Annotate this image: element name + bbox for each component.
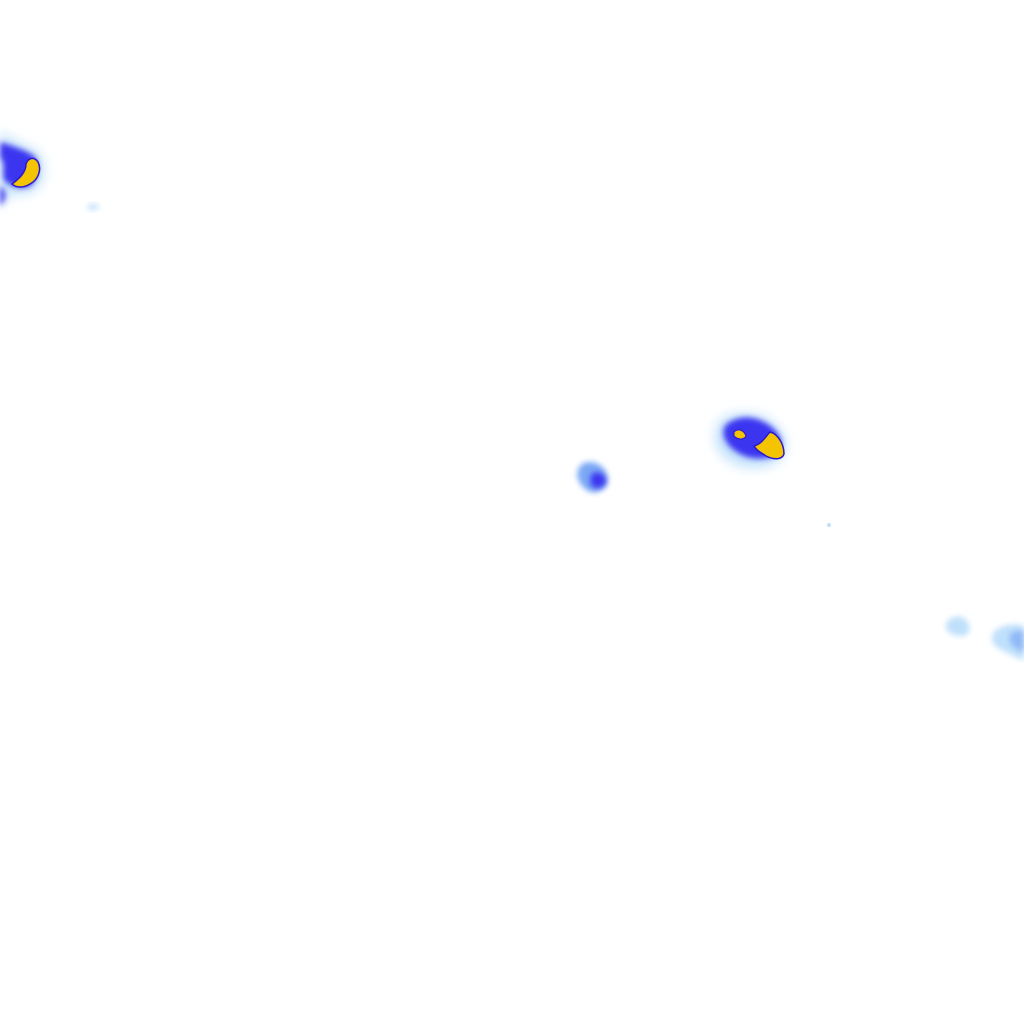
cell-center-east bbox=[715, 413, 786, 468]
cell-far-east-mid bbox=[1010, 630, 1024, 652]
cell-southeast-shape bbox=[945, 616, 970, 636]
cell-center bbox=[577, 462, 608, 493]
cell-west-edge bbox=[0, 132, 44, 210]
cell-center-strong bbox=[590, 472, 606, 489]
cell-center-east-core-small bbox=[733, 429, 747, 440]
cell-center-east-core-large bbox=[752, 431, 785, 460]
cell-west-edge-strong bbox=[0, 142, 38, 206]
cell-west-edge-core bbox=[10, 157, 41, 188]
cell-west-speck bbox=[87, 204, 99, 210]
cell-east-speck bbox=[827, 523, 831, 527]
cell-west-speck-shape bbox=[87, 204, 99, 210]
cell-southeast bbox=[945, 616, 970, 636]
cell-east-speck-shape bbox=[827, 523, 831, 527]
cell-far-east bbox=[991, 624, 1024, 660]
